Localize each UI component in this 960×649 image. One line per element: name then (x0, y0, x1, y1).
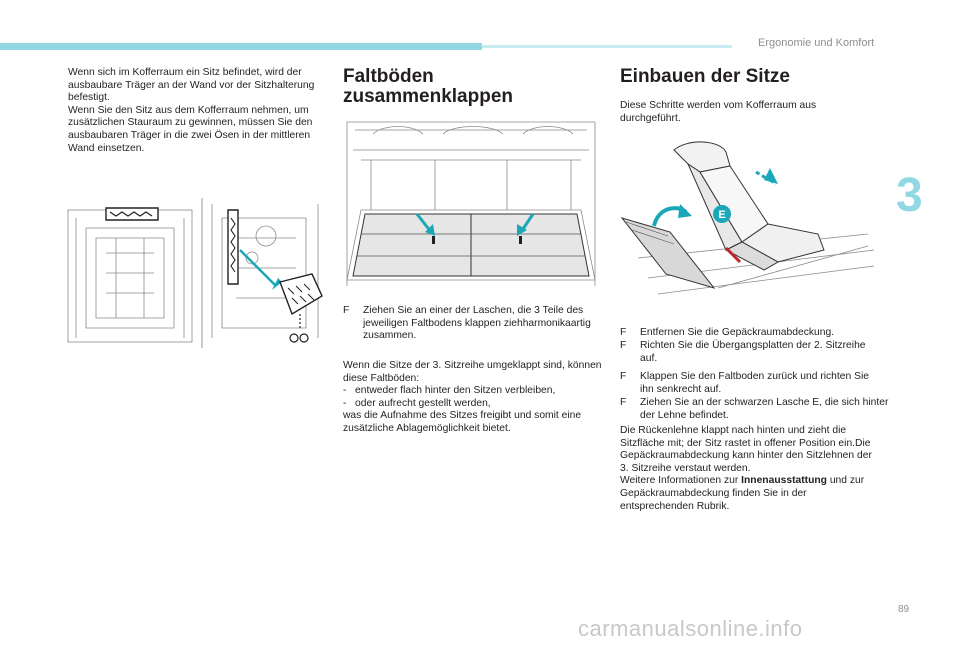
folding-floor-illustration (346, 121, 596, 286)
bullet-mark: F (620, 397, 627, 408)
bullet-mark: F (620, 327, 627, 338)
col3-bullet-2: F Richten Sie die Übergangsplatten der 2… (620, 340, 880, 365)
col3-bullet-3-text: Klappen Sie den Faltboden zurück und ric… (640, 371, 869, 395)
folding-floor-panel-icon (620, 217, 716, 289)
bullet-mark: F (343, 305, 350, 316)
pull-strap-right-icon (517, 213, 535, 244)
removable-carrier-icon (279, 273, 323, 316)
bullet-mark: F (620, 371, 627, 382)
col2-bullet: F Ziehen Sie an einer der Laschen, die 3… (343, 305, 618, 343)
label-e: E (718, 209, 725, 221)
col2-bullet-text: Ziehen Sie an einer der Laschen, die 3 T… (363, 305, 591, 342)
header-accent-bar (0, 43, 482, 50)
seat-installation-illustration: E (620, 141, 875, 295)
bullet-mark: F (620, 340, 627, 351)
col3-paragraph: Die Rückenlehne klappt nach hinten und z… (620, 425, 878, 513)
col3-bullet-4: F Ziehen Sie an der schwarzen Lasche E, … (620, 397, 892, 422)
col3-bullet-1: F Entfernen Sie die Gepäckraumabdeckung. (620, 327, 890, 340)
eyelet-icon (289, 333, 309, 343)
carrier-bracket-icon (105, 207, 159, 221)
label-e-badge (713, 205, 731, 223)
black-strap-e-icon (724, 246, 742, 264)
col3-heading: Einbauen der Sitze (620, 66, 790, 87)
header-accent-bar-light (482, 45, 732, 48)
chapter-number: 3 (896, 169, 923, 222)
col3-paragraph-bold: Innenausstattung (741, 475, 827, 487)
col3-bullet-3: F Klappen Sie den Faltboden zurück und r… (620, 371, 880, 396)
col2-heading: Faltböden zusammenklappen (343, 66, 513, 107)
col3-paragraph-end: und zur Gepäckraumabdeckung finden Sie i… (620, 475, 865, 512)
col3-bullet-2-text: Richten Sie die Übergangsplatten der 2. … (640, 340, 866, 364)
col3-intro: Diese Schritte werden vom Kofferraum aus… (620, 100, 817, 124)
pull-strap-left-icon (415, 213, 435, 244)
col3-bullet-1-text: Entfernen Sie die Gepäckraumabdeckung. (640, 327, 835, 338)
col1-paragraph: Wenn sich im Kofferraum ein Sitz befinde… (68, 67, 315, 154)
watermark: carmanualsonline.info (578, 616, 803, 641)
col3-paragraph-text: Die Rückenlehne klappt nach hinten und z… (620, 425, 872, 487)
col3-bullet-4-text: Ziehen Sie an der schwarzen Lasche E, di… (640, 397, 889, 421)
seat-icon (673, 141, 825, 271)
page-number: 89 (898, 604, 910, 615)
section-title: Ergonomie und Komfort (758, 37, 875, 49)
carrier-illustration (67, 198, 323, 348)
col2-paragraph: Wenn die Sitze der 3. Sitzreihe umgeklap… (343, 360, 602, 434)
